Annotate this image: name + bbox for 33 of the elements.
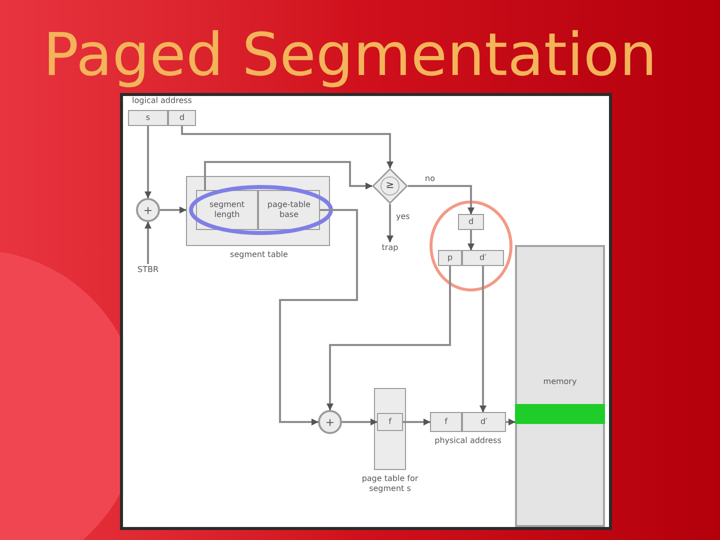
connector-arrow [160, 206, 186, 214]
connector-arrow [204, 161, 372, 190]
connector-arrow [144, 126, 152, 198]
connector-arrow [144, 222, 152, 264]
memory-frame-bar [515, 404, 605, 424]
trap-label: trap [372, 242, 408, 254]
table-caption: segment table [230, 250, 288, 260]
table-caption: page table for segment s [360, 474, 420, 494]
table-entry: page-table base [258, 190, 320, 230]
connector-arrow [403, 418, 430, 426]
register-field: d′ [462, 412, 506, 432]
connector-arrow [326, 266, 451, 410]
connector-arrow [342, 418, 378, 426]
register-label: STBR [128, 264, 168, 276]
edge-label: yes [395, 212, 411, 222]
address-label: logical address [132, 96, 192, 106]
connector-arrow [480, 266, 486, 412]
connector-arrow [506, 418, 516, 426]
connector-arrow [279, 209, 358, 426]
edge-label: no [424, 174, 436, 184]
memory-block [515, 245, 605, 527]
register-field: d [168, 110, 196, 126]
table-caption: physical address [434, 436, 502, 446]
table-entry: f [377, 413, 403, 431]
connector-arrow [408, 185, 474, 214]
connector-arrow [468, 230, 474, 250]
register-field: d [458, 214, 484, 230]
connector-arrow [181, 126, 394, 168]
comparator-symbol: ≥ [386, 181, 394, 191]
memory-label: memory [543, 377, 577, 387]
connector-arrow [386, 204, 394, 242]
register-field: f [430, 412, 462, 432]
register-field: s [128, 110, 168, 126]
